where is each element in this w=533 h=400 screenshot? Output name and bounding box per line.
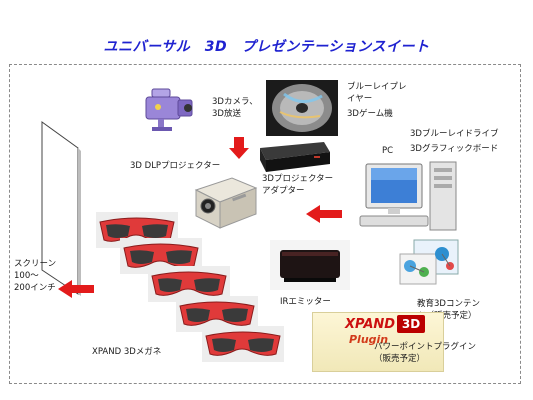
game-label: 3Dゲーム機 (347, 109, 393, 119)
plugin-logo-word: Plugin (349, 333, 389, 346)
plugin-logo: XPAND 3D Plugin (312, 312, 444, 372)
page-title: ユニバーサル 3D プレゼンテーションスイート (103, 39, 430, 55)
bluray-player-label: ブルーレイプレ イヤー (347, 82, 407, 104)
dlp-projector-label: 3D DLPプロジェクター (130, 161, 221, 171)
arrow-to-screen (58, 280, 94, 298)
ir-emitter-icon (270, 240, 350, 290)
adapter-label: 3Dプロジェクター アダプター (262, 174, 334, 196)
arrow-down (229, 137, 249, 159)
bluray-drive-label: 3Dブルーレイドライブ (410, 129, 499, 139)
education-label: 教育3Dコンテン ツ（販売予定） (417, 299, 480, 321)
camera-label: 3Dカメラ、 3D放送 (212, 97, 258, 119)
projector-adapter-icon (260, 142, 330, 172)
arrow-pc-to-projector (306, 205, 342, 223)
pc-icon (359, 161, 457, 231)
diagram-frame (9, 64, 521, 384)
glasses-label: XPAND 3Dメガネ (92, 347, 162, 357)
education-content-icon (399, 239, 459, 285)
screen-icon (41, 121, 81, 296)
screen-label: スクリーン 100～ 200インチ (14, 259, 57, 293)
3d-glasses-icon (201, 325, 285, 363)
plugin-logo-badge: 3D (397, 315, 425, 333)
disc-icon (266, 80, 338, 136)
ir-emitter-label: IRエミッター (280, 297, 331, 307)
video-camera-icon (145, 88, 193, 131)
pc-label: PC (382, 146, 394, 156)
plugin-logo-brand: XPAND (345, 317, 396, 332)
graphic-board-label: 3Dグラフィックボード (410, 144, 499, 154)
projector-icon (194, 177, 258, 229)
plugin-label: パワーポイントプラグイン （販売予定） (374, 342, 477, 364)
